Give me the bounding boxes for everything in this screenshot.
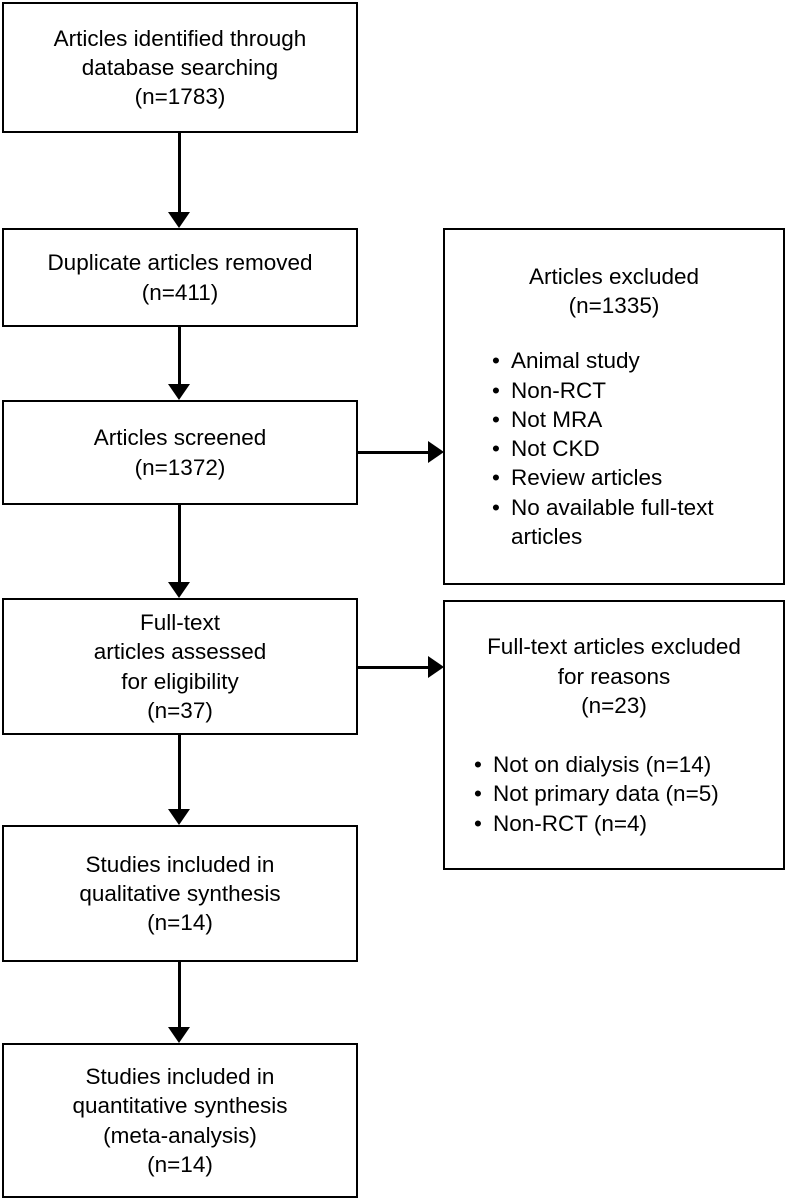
box-studies-qualitative-synthesis: Studies included in qualitative synthesi… <box>2 825 358 962</box>
arrow-down-icon <box>168 1027 190 1043</box>
excluded-reasons-list: Not on dialysis (n=14) Not primary data … <box>474 750 783 838</box>
box-line-count: (n=1783) <box>134 84 226 110</box>
box-line: for reasons <box>557 663 671 689</box>
box-line: Full-text <box>139 610 220 635</box>
box-articles-screened: Articles screened (n=1372) <box>2 400 358 505</box>
box-line: articles assessed <box>93 639 267 665</box>
connector-screened-to-fulltext <box>178 505 181 583</box>
box-line-count: (n=14) <box>147 1151 213 1177</box>
connector-identified-to-duplicates <box>178 133 181 215</box>
box-fulltext-articles-assessed: Full-text articles assessed for eligibil… <box>2 598 358 735</box>
box-line-count: (n=411) <box>141 279 219 305</box>
connector-qualitative-to-quantitative <box>178 962 181 1028</box>
arrow-down-icon <box>168 384 190 400</box>
box-articles-excluded: Articles excluded (n=1335) Animal study … <box>443 228 785 585</box>
box-line: Studies included in <box>85 1064 275 1089</box>
excluded-reasons-list: Animal study Non-RCT Not MRA Not CKD Rev… <box>492 346 783 551</box>
box-studies-quantitative-synthesis: Studies included in quantitative synthes… <box>2 1043 358 1198</box>
box-line: Articles screened <box>93 425 267 451</box>
connector-fulltext-to-excluded <box>358 666 430 669</box>
box-line: for eligibility <box>121 668 239 694</box>
connector-screened-to-excluded <box>358 451 430 454</box>
box-line-count: (n=1335) <box>568 293 660 319</box>
box-line: Studies included in <box>85 851 275 877</box>
arrow-down-icon <box>168 212 190 228</box>
box-duplicate-articles-removed: Duplicate articles removed (n=411) <box>2 228 358 327</box>
arrow-down-icon <box>168 809 190 825</box>
excluded-heading: Full-text articles excluded for reasons … <box>445 632 783 720</box>
box-line: (meta-analysis) <box>103 1122 257 1148</box>
box-line: quantitative synthesis <box>72 1093 288 1119</box>
arrow-right-icon <box>428 441 444 463</box>
list-item: Non-RCT (n=4) <box>474 809 783 839</box>
box-line: Duplicate articles removed <box>47 250 313 276</box>
connector-fulltext-to-qualitative <box>178 735 181 810</box>
box-articles-identified: Articles identified through database sea… <box>2 2 358 133</box>
box-line-count: (n=14) <box>147 910 213 936</box>
box-line: Articles identified through <box>53 25 307 51</box>
list-item: Not on dialysis (n=14) <box>474 750 783 780</box>
box-line-count: (n=37) <box>147 697 213 723</box>
connector-duplicates-to-screened <box>178 327 181 385</box>
box-line: Articles excluded <box>528 263 700 289</box>
box-line: qualitative synthesis <box>79 880 281 906</box>
list-item: Non-RCT <box>492 376 783 406</box>
arrow-down-icon <box>168 582 190 598</box>
box-line: Full-text articles excluded <box>487 634 741 660</box>
box-line-count: (n=23) <box>581 692 647 718</box>
excluded-heading: Articles excluded (n=1335) <box>445 262 783 321</box>
box-line: database searching <box>81 54 279 80</box>
box-fulltext-articles-excluded: Full-text articles excluded for reasons … <box>443 600 785 870</box>
list-item: Review articles <box>492 463 783 493</box>
box-line-count: (n=1372) <box>134 454 226 480</box>
list-item: Animal study <box>492 346 783 376</box>
arrow-right-icon <box>428 656 444 678</box>
list-item: Not primary data (n=5) <box>474 779 783 809</box>
list-item: Not MRA <box>492 405 783 435</box>
list-item: Not CKD <box>492 434 783 464</box>
list-item: No available full-text articles <box>492 493 783 552</box>
